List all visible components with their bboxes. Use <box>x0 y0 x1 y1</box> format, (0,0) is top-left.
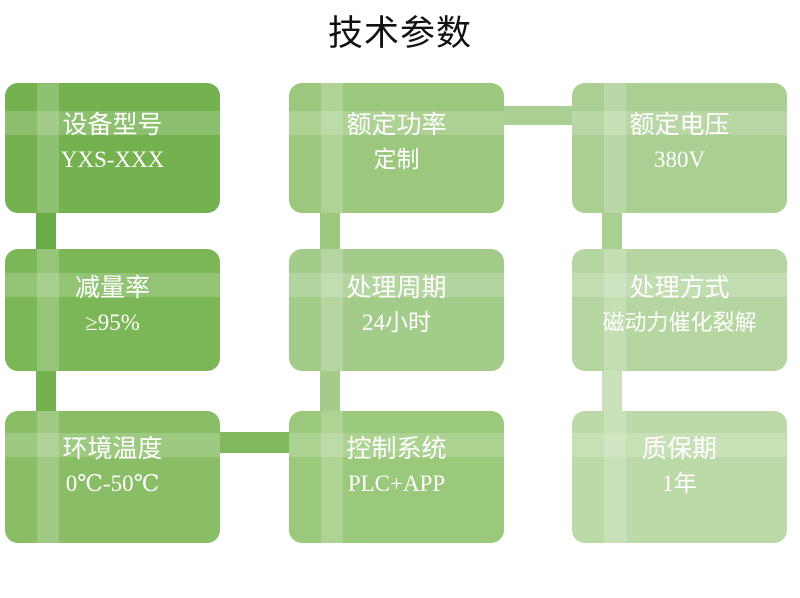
card-accent-bar-vertical <box>37 411 59 543</box>
card-value: 24小时 <box>362 310 431 335</box>
card-accent-bar-horizontal <box>572 111 787 135</box>
card-accent-bar-horizontal <box>289 433 504 457</box>
card-accent-bar-horizontal <box>289 111 504 135</box>
card-content-treatment-cycle: 处理周期 24小时 <box>289 272 504 339</box>
card-warranty-period[interactable]: 质保期 1年 <box>572 411 787 543</box>
card-label: 设备型号 <box>62 112 163 139</box>
card-treatment-cycle[interactable]: 处理周期 24小时 <box>289 249 504 371</box>
card-accent-bar-vertical <box>321 249 343 371</box>
card-control-system[interactable]: 控制系统 PLC+APP <box>289 411 504 543</box>
card-rated-voltage[interactable]: 额定电压 380V <box>572 83 787 213</box>
card-device-model[interactable]: 设备型号 YXS-XXX <box>5 83 220 213</box>
card-rated-power[interactable]: 额定功率 定制 <box>289 83 504 213</box>
card-label: 额定功率 <box>346 112 447 139</box>
card-accent-bar-horizontal <box>572 273 787 297</box>
card-accent-bar-horizontal <box>5 111 220 135</box>
card-accent-bar-vertical <box>321 411 343 543</box>
card-value: YXS-XXX <box>60 147 165 172</box>
card-value: 380V <box>653 147 706 172</box>
card-label: 控制系统 <box>346 436 447 463</box>
card-content-device-model: 设备型号 YXS-XXX <box>5 109 220 176</box>
connector-col3-row2-row3 <box>602 355 622 425</box>
card-value: PLC+APP <box>347 471 446 496</box>
card-label: 减量率 <box>74 275 150 302</box>
card-label: 环境温度 <box>62 436 163 463</box>
card-reduction-rate[interactable]: 减量率 ≥95% <box>5 249 220 371</box>
card-value: 0℃-50℃ <box>65 471 160 496</box>
card-content-treatment-method: 处理方式 磁动力催化裂解 <box>572 272 787 339</box>
card-label: 处理方式 <box>629 275 730 302</box>
connector-col3-row1-row2 <box>602 200 622 260</box>
card-content-rated-power: 额定功率 定制 <box>289 109 504 176</box>
connector-col2-row1-row2 <box>320 200 340 260</box>
card-accent-bar-vertical <box>321 83 343 213</box>
card-accent-bar-vertical <box>604 83 626 213</box>
card-value: 磁动力催化裂解 <box>602 310 757 335</box>
connector-row3-col1-col2 <box>210 432 300 453</box>
card-content-ambient-temperature: 环境温度 0℃-50℃ <box>5 433 220 500</box>
card-value: 定制 <box>373 147 420 172</box>
connector-row1-col2-col3 <box>500 106 590 125</box>
page-title: 技术参数 <box>327 14 472 53</box>
card-content-control-system: 控制系统 PLC+APP <box>289 433 504 500</box>
card-accent-bar-horizontal <box>5 433 220 457</box>
card-accent-bar-vertical <box>604 249 626 371</box>
card-content-reduction-rate: 减量率 ≥95% <box>5 272 220 339</box>
card-treatment-method[interactable]: 处理方式 磁动力催化裂解 <box>572 249 787 371</box>
card-value: 1年 <box>662 471 697 496</box>
card-label: 额定电压 <box>629 112 730 139</box>
connector-col1-row1-row2 <box>36 200 56 260</box>
card-accent-bar-vertical <box>37 83 59 213</box>
card-accent-bar-vertical <box>37 249 59 371</box>
card-content-rated-voltage: 额定电压 380V <box>572 109 787 176</box>
card-value: ≥95% <box>85 310 140 335</box>
card-accent-bar-horizontal <box>289 273 504 297</box>
card-accent-bar-horizontal <box>572 433 787 457</box>
card-label: 质保期 <box>641 436 717 463</box>
card-ambient-temperature[interactable]: 环境温度 0℃-50℃ <box>5 411 220 543</box>
connector-col2-row2-row3 <box>320 355 340 425</box>
card-accent-bar-vertical <box>604 411 626 543</box>
card-accent-bar-horizontal <box>5 273 220 297</box>
connector-col1-row2-row3 <box>36 355 56 425</box>
card-content-warranty-period: 质保期 1年 <box>572 433 787 500</box>
card-label: 处理周期 <box>346 275 447 302</box>
